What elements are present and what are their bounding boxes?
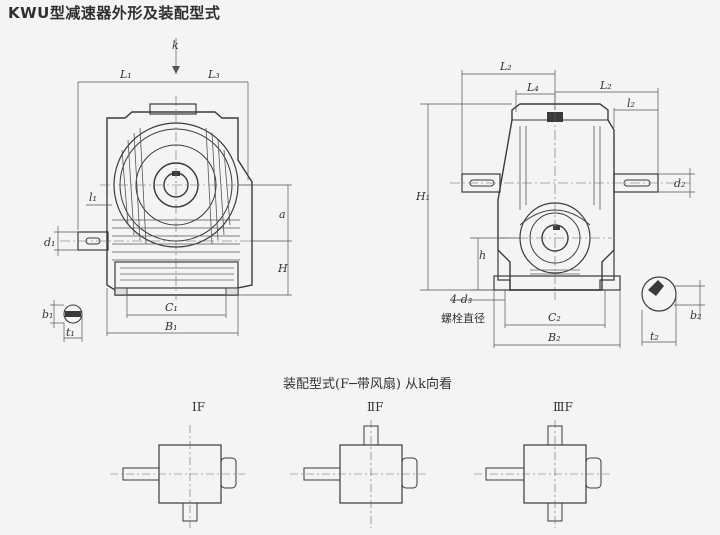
front-view-dimensions	[50, 38, 292, 342]
dim-L1: L₁	[119, 68, 132, 81]
assembly-type-2-label: ⅡF	[367, 400, 383, 414]
dim-4-d3: 4-d₃	[449, 293, 472, 306]
dim-k: k	[172, 39, 179, 52]
dim-B1: B₁	[164, 320, 178, 333]
dim-l1: l₁	[89, 191, 97, 204]
dim-C2: C₂	[548, 311, 561, 324]
dim-h: h	[479, 249, 486, 262]
dim-d1: d₁	[44, 236, 55, 249]
assembly-section-title: 装配型式(F─带风扇) 从k向看	[283, 376, 452, 392]
assembly-type-1: ⅠF	[110, 400, 245, 528]
dim-L3: L₃	[207, 68, 220, 81]
dim-H: H	[277, 262, 288, 275]
front-view	[60, 96, 260, 324]
dim-t2: t₂	[650, 330, 659, 343]
dim-a: a	[279, 208, 286, 221]
dim-L2: L₂	[599, 79, 612, 92]
dim-b1: b₁	[42, 308, 53, 321]
assembly-type-3: ⅢF	[474, 400, 612, 528]
dim-L2-top: L₂	[499, 60, 512, 73]
dim-L4: L₄	[526, 81, 539, 94]
assembly-type-1-label: ⅠF	[192, 400, 205, 414]
dim-t1: t₁	[66, 326, 75, 339]
bolt-diameter-label: 螺栓直径	[441, 311, 485, 325]
front-view-labels: k L₁ L₃ l₁ a H d₁ C₁ B₁ b₁ t₁	[42, 39, 288, 339]
side-view-labels: L₂ L₄ L₂ l₂ H₁ d₂ h 4-d₃ 螺栓直径 C₂ B₂ b₂ t…	[415, 60, 701, 344]
dim-b2: b₂	[690, 309, 701, 322]
dim-l2: l₂	[627, 97, 635, 110]
side-view-dimensions	[420, 70, 705, 348]
dim-H1: H₁	[415, 190, 430, 203]
assembly-type-2: ⅡF	[290, 400, 428, 528]
dim-C1: C₁	[165, 301, 178, 314]
dim-d2: d₂	[674, 177, 685, 190]
drawing-title: KWU型减速器外形及装配型式	[8, 4, 221, 22]
assembly-type-3-label: ⅢF	[553, 400, 573, 414]
dim-B2: B₂	[547, 331, 561, 344]
side-view	[450, 94, 690, 312]
